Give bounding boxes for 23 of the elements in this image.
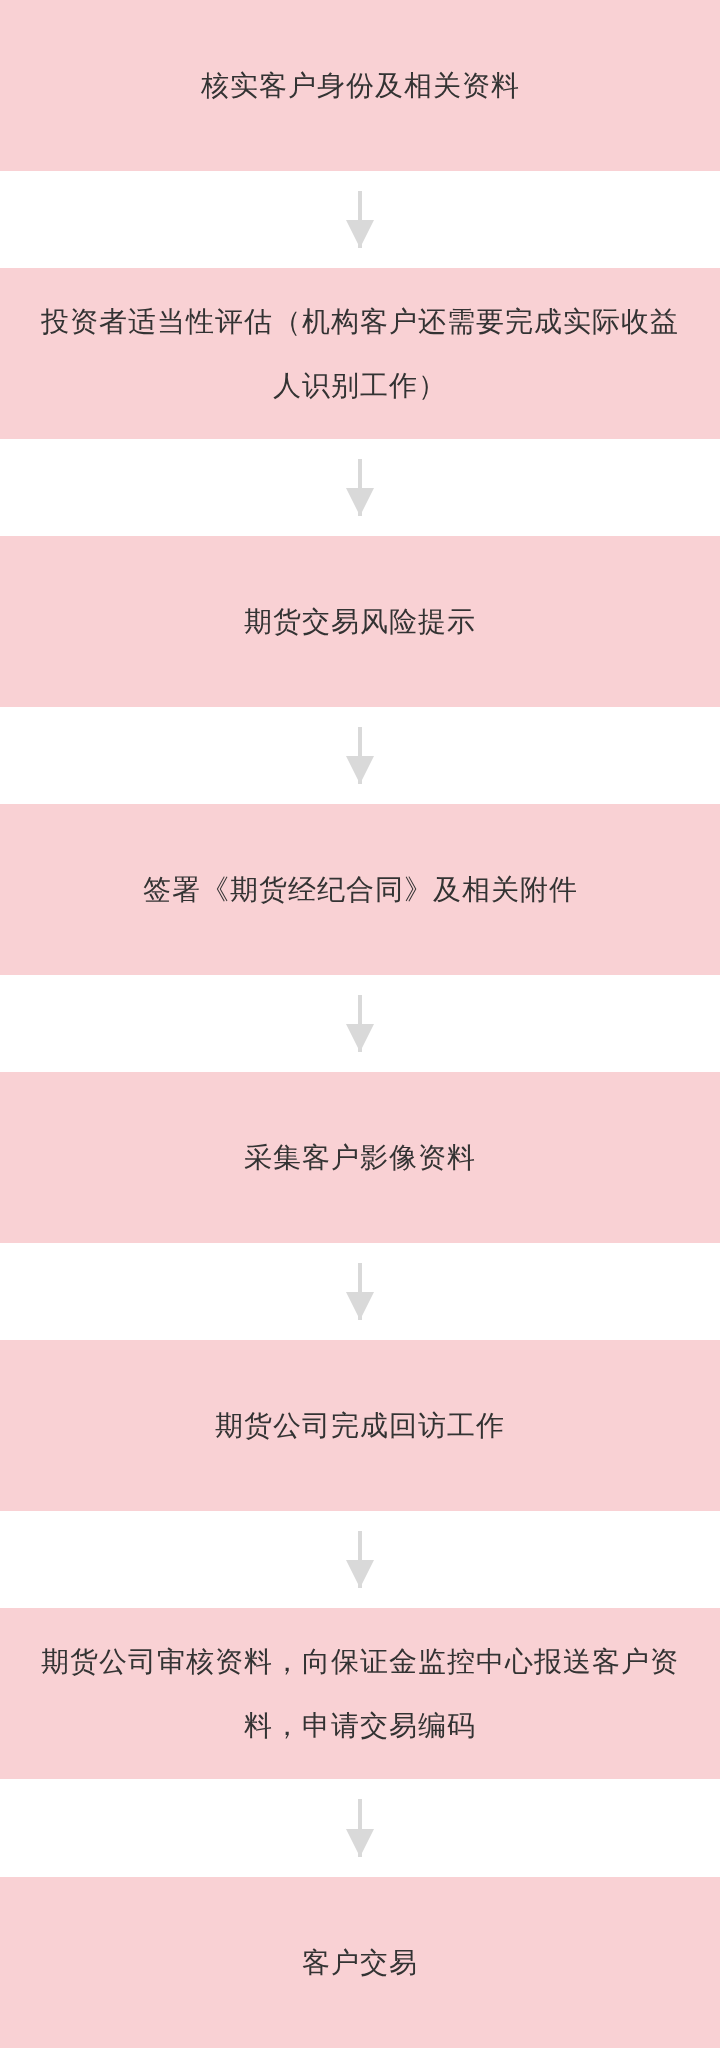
process-box	[0, 1340, 720, 1511]
arrow	[346, 1263, 374, 1320]
step-text: 签署《期货经纪合同》及相关附件	[142, 871, 578, 908]
step-text: 客户交易	[302, 1944, 418, 1981]
arrow	[346, 1799, 374, 1857]
step-text: 期货公司完成回访工作	[215, 1407, 505, 1444]
process-box	[0, 1608, 720, 1779]
step-text: 采集客户影像资料	[244, 1139, 476, 1176]
arrow	[346, 1531, 374, 1588]
process-box	[0, 1877, 720, 2048]
arrow	[346, 191, 374, 248]
step-text: 投资者适当性评估（机构客户还需要完成实际收益人识别工作）	[40, 303, 680, 404]
process-box	[0, 1072, 720, 1243]
step-text: 期货交易风险提示	[244, 603, 476, 640]
step-text: 期货公司审核资料，向保证金监控中心报送客户资料，申请交易编码	[40, 1643, 680, 1744]
arrow	[346, 459, 374, 516]
process-box	[0, 804, 720, 975]
process-box	[0, 268, 720, 439]
process-box	[0, 0, 720, 171]
step-text: 核实客户身份及相关资料	[200, 67, 520, 104]
arrow	[346, 727, 374, 784]
arrow	[346, 995, 374, 1052]
process-box	[0, 536, 720, 707]
